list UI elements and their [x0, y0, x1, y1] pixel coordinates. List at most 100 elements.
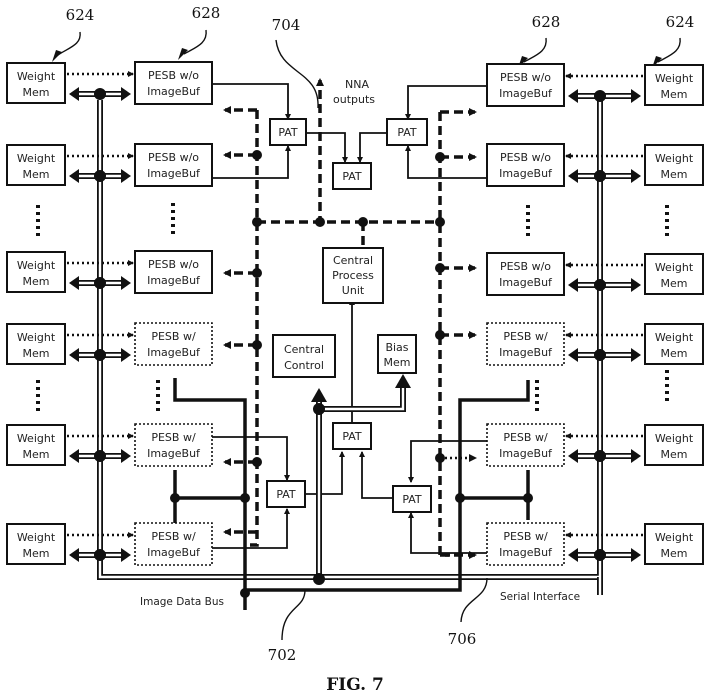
serial-branch — [69, 449, 131, 463]
pesb-label-2: ImageBuf — [499, 167, 553, 180]
pesb-label-1: PESB w/o — [500, 260, 551, 273]
serial-branch — [69, 276, 131, 290]
weight-mem-label-1: Weight — [17, 432, 56, 445]
serial-branch — [69, 87, 131, 101]
pesb-label-2: ImageBuf — [499, 546, 553, 559]
pat-3[interactable]: PAT — [386, 118, 428, 146]
pat-2[interactable]: PAT — [332, 162, 372, 190]
weight-mem-label-1: Weight — [17, 331, 56, 344]
right-pesb-5[interactable]: PESB w/ImageBuf — [486, 423, 565, 467]
pat-5-label: PAT — [276, 488, 296, 501]
central-control[interactable]: Central Control — [272, 334, 336, 378]
pat-6-label: PAT — [402, 493, 422, 506]
weight-mem-label-1: Weight — [655, 531, 694, 544]
pat-1[interactable]: PAT — [269, 118, 307, 146]
weight-mem-label-1: Weight — [655, 432, 694, 445]
weight-mem-to-pesb-links — [67, 71, 643, 538]
weight-mem-label-2: Mem — [661, 88, 688, 101]
weight-mem-label-2: Mem — [661, 448, 688, 461]
left-pesb-5[interactable]: PESB w/ImageBuf — [134, 423, 213, 467]
pesb-label-1: PESB w/o — [148, 151, 199, 164]
serial-interface-label: Serial Interface — [500, 591, 580, 603]
weight-mem-label-2: Mem — [23, 168, 50, 181]
nna-output-bus — [223, 78, 477, 559]
leader-624-left — [57, 31, 81, 56]
pesb-label-1: PESB w/o — [500, 71, 551, 84]
central-process-unit[interactable]: Central Process Unit — [322, 247, 384, 304]
weight-mem-label-2: Mem — [23, 86, 50, 99]
pat-4[interactable]: PAT — [332, 422, 372, 450]
pesb-label-1: PESB w/ — [503, 330, 548, 343]
left-pesb-6[interactable]: PESB w/ImageBuf — [134, 522, 213, 566]
pesb-label-1: PESB w/ — [151, 530, 196, 543]
pat-1-label: PAT — [278, 126, 298, 139]
right-pesb-6[interactable]: PESB w/ImageBuf — [486, 522, 565, 566]
nna-outputs-label-line1: NNA — [345, 78, 369, 91]
leader-arrow-624-left — [52, 50, 62, 62]
central-control-label-1: Central — [284, 343, 324, 356]
leader-628-right — [523, 37, 547, 63]
weight-mem-label-1: Weight — [655, 72, 694, 85]
weight-mem-label-1: Weight — [17, 259, 56, 272]
pesb-label-2: ImageBuf — [147, 546, 201, 559]
pesb-label-2: ImageBuf — [147, 85, 201, 98]
weight-mem-label-2: Mem — [23, 275, 50, 288]
leader-628-left — [183, 29, 207, 55]
ref-624-left: 624 — [66, 6, 95, 24]
serial-branch — [568, 169, 641, 183]
pesb-label-1: PESB w/ — [503, 431, 548, 444]
bias-mem[interactable]: Bias Mem — [377, 334, 417, 374]
pat-tree-wiring — [212, 83, 487, 554]
weight-mem-label-2: Mem — [23, 448, 50, 461]
pat-6[interactable]: PAT — [392, 485, 432, 513]
left-pesb-4[interactable]: PESB w/ImageBuf — [134, 322, 213, 366]
ellipsis-markers — [36, 203, 669, 412]
pesb-label-2: ImageBuf — [499, 276, 553, 289]
leader-624-right — [657, 37, 681, 63]
control-bias-bus — [311, 374, 411, 585]
pesb-label-2: ImageBuf — [499, 346, 553, 359]
leader-arrow-628-left — [178, 48, 188, 60]
image-data-bus — [170, 378, 533, 610]
bias-mem-label-1: Bias — [385, 341, 408, 354]
serial-branch — [568, 449, 641, 463]
leader-702 — [281, 589, 306, 641]
ref-706: 706 — [448, 630, 477, 648]
serial-branch — [568, 348, 641, 362]
pesb-label-1: PESB w/o — [148, 258, 199, 271]
serial-branch — [69, 348, 131, 362]
bias-mem-label-2: Mem — [384, 356, 411, 369]
ref-628-right: 628 — [532, 13, 561, 31]
weight-mem-label-1: Weight — [17, 531, 56, 544]
right-pesb-4[interactable]: PESB w/ImageBuf — [486, 322, 565, 366]
pesb-label-1: PESB w/o — [500, 151, 551, 164]
figure-caption: FIG. 7 — [326, 675, 384, 693]
serial-branch — [568, 278, 641, 292]
pat-3-label: PAT — [397, 126, 417, 139]
pesb-label-1: PESB w/ — [503, 530, 548, 543]
pat-4-label: PAT — [342, 430, 362, 443]
ref-628-left: 628 — [192, 4, 221, 22]
pat-5[interactable]: PAT — [266, 480, 306, 508]
weight-mem-label-2: Mem — [661, 347, 688, 360]
